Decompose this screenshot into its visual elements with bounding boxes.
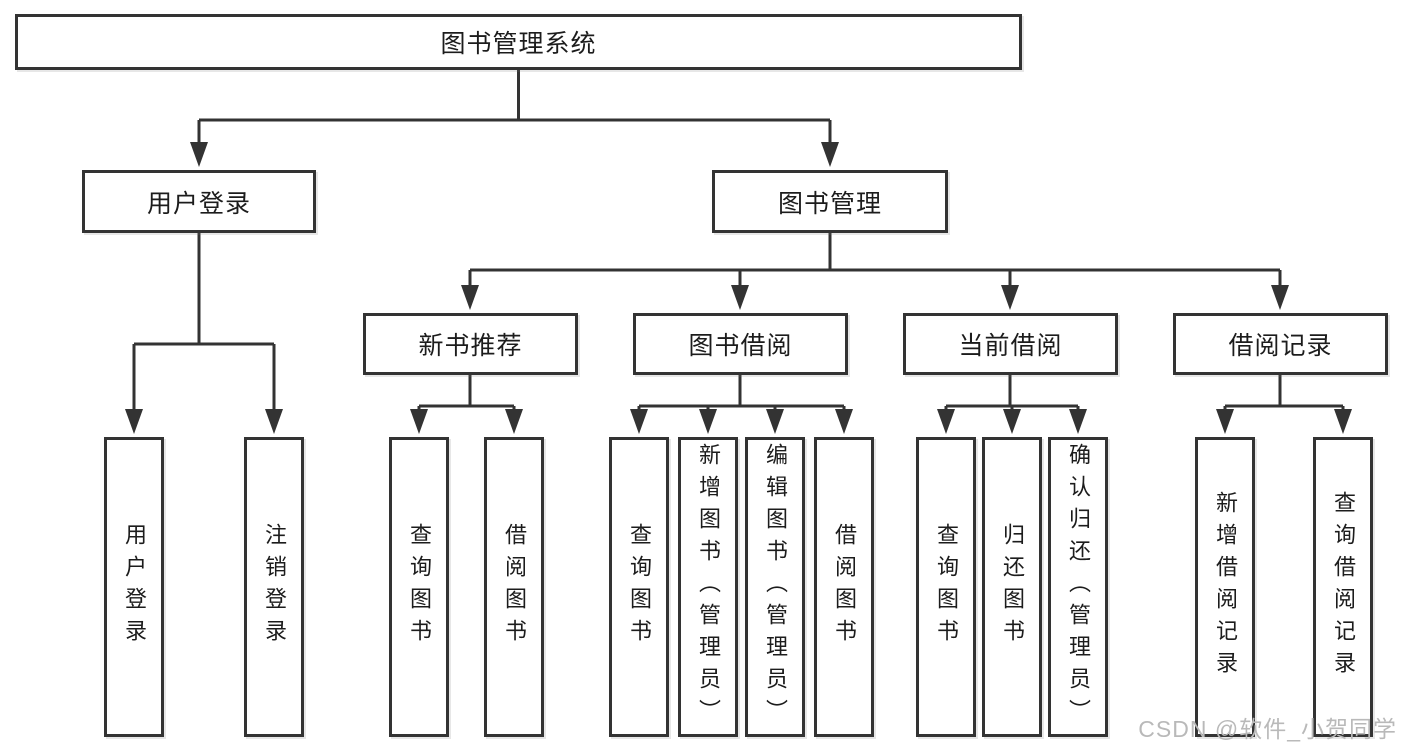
arrowheads-new-book-children [410,409,523,434]
leaf-add-book-admin: 新增图书（管理员） [678,437,738,737]
node-label: 借阅记录 [1228,332,1333,360]
leaf-label: 新增借阅记录 [1213,491,1238,683]
arrowheads-book-borrowing-children [630,409,853,434]
node-new-book-recommendation: 新书推荐 [363,313,578,375]
leaf-label: 编辑图书（管理员） [763,443,788,731]
node-borrow-records: 借阅记录 [1173,313,1388,375]
arrowheads-borrow-records-children [1216,409,1352,434]
leaf-confirm-return-admin: 确认归还（管理员） [1048,437,1108,737]
leaf-label: 归还图书 [1000,523,1025,651]
node-label: 当前借阅 [958,332,1063,360]
leaf-label: 查询图书 [407,523,432,651]
leaf-label: 确认归还（管理员） [1066,443,1091,731]
node-label: 新书推荐 [418,332,523,360]
connector-book-borrowing-children [637,375,846,412]
connector-root-to-level1 [197,70,832,145]
leaf-add-borrow-record: 新增借阅记录 [1195,437,1255,737]
leaf-label: 借阅图书 [502,523,527,651]
node-label: 用户登录 [146,189,251,218]
connector-user-login-children [132,233,276,412]
leaf-logout: 注销登录 [244,437,304,737]
connector-book-management-children [468,233,1282,288]
connector-borrow-records-children [1223,375,1345,412]
leaf-borrow-books: 借阅图书 [814,437,874,737]
node-label: 图书管理 [777,189,882,218]
leaf-query-books-recommend: 查询图书 [389,437,449,737]
connector-current-borrowing-children [944,375,1080,412]
leaf-query-books-borrowing: 查询图书 [609,437,669,737]
node-book-borrowing: 图书借阅 [633,313,848,375]
leaf-return-books: 归还图书 [982,437,1042,737]
leaf-label: 查询图书 [934,523,959,651]
leaf-label: 注销登录 [262,523,287,651]
leaf-user-login: 用户登录 [104,437,164,737]
node-user-login: 用户登录 [82,170,316,233]
leaf-label: 用户登录 [122,523,147,651]
node-library-management-system: 图书管理系统 [15,14,1022,70]
leaf-label: 查询图书 [627,523,652,651]
leaf-edit-book-admin: 编辑图书（管理员） [745,437,805,737]
leaf-query-borrow-record: 查询借阅记录 [1313,437,1373,737]
leaf-query-books-current: 查询图书 [916,437,976,737]
leaf-label: 借阅图书 [832,523,857,651]
arrowheads-user-login-children [125,409,283,434]
connector-new-book-children [417,375,516,412]
node-current-borrowing: 当前借阅 [903,313,1118,375]
arrowheads-current-borrowing-children [937,409,1087,434]
leaf-label: 查询借阅记录 [1331,491,1356,683]
leaf-label: 新增图书（管理员） [696,443,721,731]
node-book-management: 图书管理 [712,170,948,233]
node-label: 图书管理系统 [440,30,597,58]
arrowheads-level1 [190,142,839,167]
arrowheads-book-management-children [461,285,1289,310]
leaf-borrow-books-recommend: 借阅图书 [484,437,544,737]
node-label: 图书借阅 [688,332,793,360]
csdn-watermark: CSDN @软件_小贺同学 [1138,716,1397,742]
